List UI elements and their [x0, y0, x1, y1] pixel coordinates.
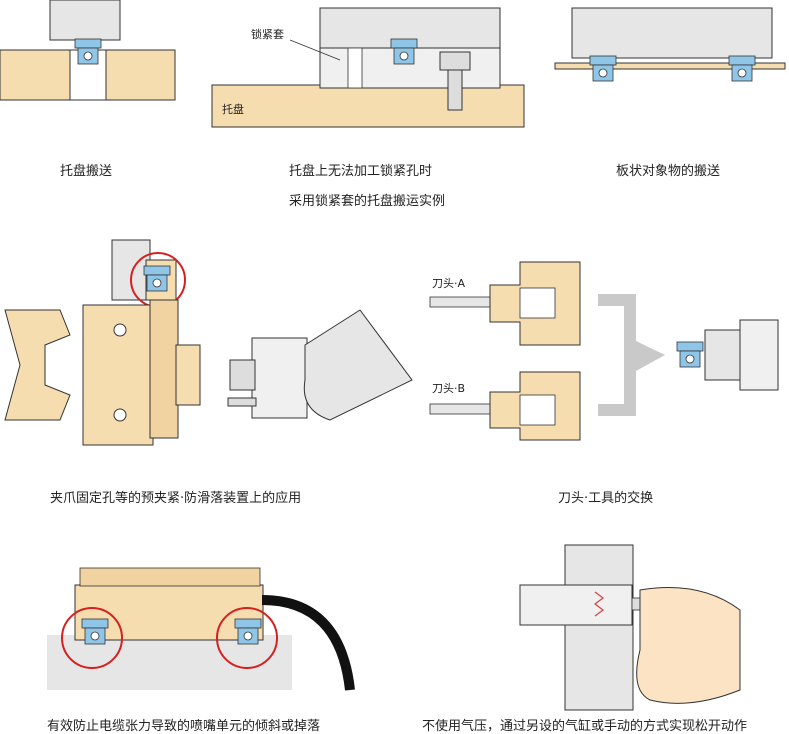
- tool-change-caption: 刀头·工具的交换: [558, 491, 654, 506]
- pallet-transfer-figure: [0, 0, 176, 101]
- group-title: 采用锁紧套的托盘搬运实例: [289, 194, 446, 209]
- tool-change-figure: [429, 261, 779, 441]
- gripper-figure: [4, 239, 201, 446]
- nozzle-unit-figure: [47, 567, 355, 691]
- manual-release-caption: 不使用气压，通过另设的气缸或手动的方式实现松开动作: [422, 719, 748, 734]
- lock-sleeve-label: 锁紧套: [251, 27, 284, 41]
- plate-transfer-figure: [554, 7, 786, 82]
- pallet-label: 托盘: [222, 102, 244, 116]
- tool-head-figure: [227, 309, 413, 421]
- gripper-app-caption: 夹爪固定孔等的预夹紧·防滑落装置上的应用: [50, 491, 302, 506]
- manual-release-figure: [519, 544, 741, 711]
- pallet-transfer-caption: 托盘搬送: [60, 164, 113, 179]
- plate-transfer-caption: 板状对象物的搬送: [616, 164, 721, 179]
- no-lock-hole-figure: [211, 7, 525, 128]
- tool-a-label: 刀头·A: [432, 277, 465, 290]
- tool-b-label: 刀头·B: [432, 382, 465, 395]
- cable-tension-caption: 有效防止电缆张力导致的喷嘴单元的倾斜或掉落: [47, 719, 321, 734]
- no-lock-hole-caption: 托盘上无法加工锁紧孔时: [289, 164, 433, 179]
